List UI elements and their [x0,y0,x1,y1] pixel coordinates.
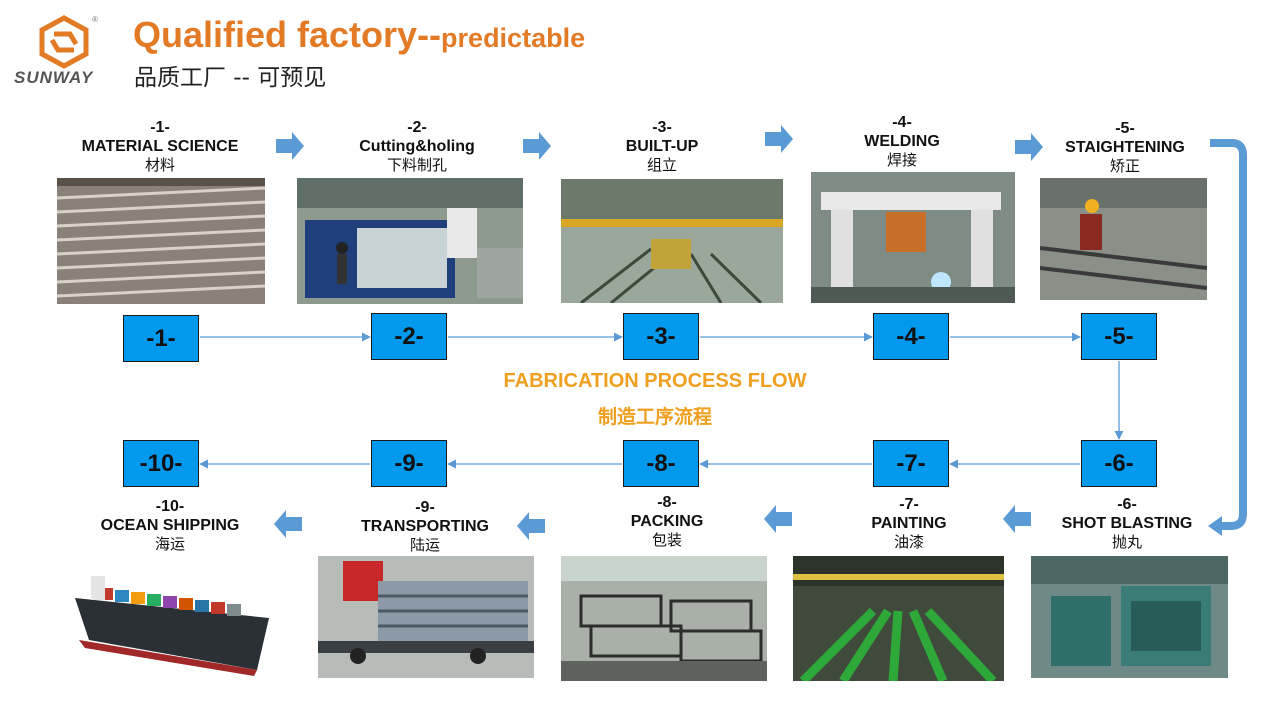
transporting-truck-photo [318,556,534,678]
step-name-en: PACKING [630,513,704,530]
svg-text:®: ® [92,15,98,24]
u-turn-arrow-icon [1210,139,1247,530]
step-name-zh: 包装 [651,531,682,549]
step-number: -9- [415,499,435,516]
block-arrow-right-icon [765,125,793,153]
step-label-7: -7- PAINTING 油漆 [799,495,1019,552]
step-name-en: WELDING [864,133,940,150]
step-number: -3- [652,119,672,136]
step-name-zh: 焊接 [886,151,917,169]
block-arrow-right-icon [1015,133,1043,161]
step-label-6: -6- SHOT BLASTING 抛丸 [1017,495,1237,552]
block-arrow-right-icon [523,132,551,160]
step-box-9: -9- [371,440,447,487]
step-number: -1- [150,119,170,136]
material-steel-plates-photo [57,178,265,304]
step-label-10: -10- OCEAN SHIPPING 海运 [60,497,280,554]
step-name-en: OCEAN SHIPPING [100,517,240,534]
step-box-3: -3- [623,313,699,360]
step-name-zh: 下料制孔 [386,156,447,174]
step-number: -10- [155,498,185,515]
step-name-en: SHOT BLASTING [1061,515,1193,532]
step-box-4: -4- [873,313,949,360]
painting-green-beams-photo [793,556,1004,681]
page-title: Qualified factory--predictable [133,14,585,56]
step-number: -7- [899,496,919,513]
step-number: -2- [407,119,427,136]
built-up-workshop-photo [561,179,783,303]
step-box-5: -5- [1081,313,1157,360]
step-number: -6- [1117,496,1137,513]
step-name-en: STAIGHTENING [1065,139,1185,156]
shot-blasting-machine-photo [1031,556,1228,678]
step-name-en: BUILT-UP [625,138,699,155]
title-main: Qualified factory-- [133,14,442,55]
welding-machine-photo [811,172,1015,303]
step-name-en: PAINTING [871,515,947,532]
page-subtitle: 品质工厂 -- 可预见 [134,65,327,91]
step-number: -8- [657,494,677,511]
step-box-1: -1- [123,315,199,362]
block-arrow-left-icon [517,512,545,540]
block-arrow-left-icon [764,505,792,533]
ocean-ship-photo [69,558,283,677]
block-arrow-right-icon [276,132,304,160]
step-name-en: MATERIAL SCIENCE [81,138,239,155]
step-name-zh: 组立 [646,156,677,174]
flow-title-zh: 制造工序流程 [597,406,712,428]
step-name-zh: 矫正 [1109,157,1140,175]
straightening-worker-photo [1040,178,1207,300]
step-box-7: -7- [873,440,949,487]
step-number: -4- [892,114,912,131]
step-label-9: -9- TRANSPORTING 陆运 [315,498,535,555]
step-name-en: TRANSPORTING [361,518,489,535]
cutting-machine-photo [297,178,523,304]
step-name-zh: 海运 [154,535,185,553]
step-name-en: Cutting&holing [359,138,475,155]
step-name-zh: 油漆 [893,533,924,551]
brand-name: SUNWAY [14,68,94,87]
step-name-zh: 材料 [144,156,175,174]
step-label-8: -8- PACKING 包装 [557,493,777,550]
flow-title-en: FABRICATION PROCESS FLOW [503,370,807,392]
step-label-4: -4- WELDING 焊接 [792,113,1012,170]
step-name-zh: 陆运 [409,536,440,554]
title-sub: predictable [441,23,586,53]
step-label-1: -1- MATERIAL SCIENCE 材料 [50,118,270,175]
step-number: -5- [1115,120,1135,137]
step-label-5: -5- STAIGHTENING 矫正 [1015,119,1235,176]
box-connector-lines [199,332,1124,469]
step-name-zh: 抛丸 [1111,533,1142,551]
step-box-8: -8- [623,440,699,487]
block-arrow-left-icon [274,510,302,538]
packing-steel-frames-photo [561,556,767,681]
step-box-6: -6- [1081,440,1157,487]
step-label-3: -3- BUILT-UP 组立 [552,118,772,175]
step-label-2: -2- Cutting&holing 下料制孔 [307,118,527,175]
step-box-2: -2- [371,313,447,360]
sunway-logo-icon: ® [39,15,98,69]
u-turn-arrow-head-icon [1208,516,1222,536]
block-arrow-left-icon [1003,505,1031,533]
step-box-10: -10- [123,440,199,487]
